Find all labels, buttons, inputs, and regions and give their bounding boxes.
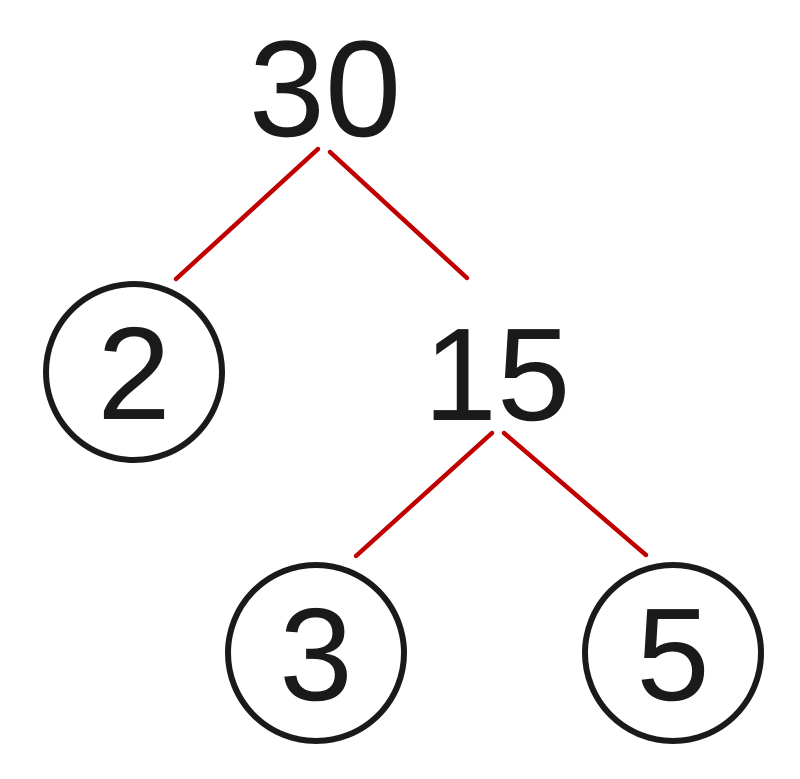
branch-15-to-3	[353, 430, 495, 559]
prime-circle-2	[43, 281, 225, 463]
branch-30-to-15	[327, 149, 470, 281]
prime-circle-3	[225, 562, 407, 744]
node-5-label: 5	[636, 581, 709, 728]
node-30-label: 30	[249, 13, 401, 166]
branch-30-to-2	[173, 146, 321, 282]
node-15-label: 15	[424, 301, 571, 448]
node-2-label: 2	[97, 300, 170, 447]
node-3-label: 3	[279, 581, 352, 728]
prime-circle-5	[582, 562, 764, 744]
branch-15-to-5	[501, 430, 649, 558]
